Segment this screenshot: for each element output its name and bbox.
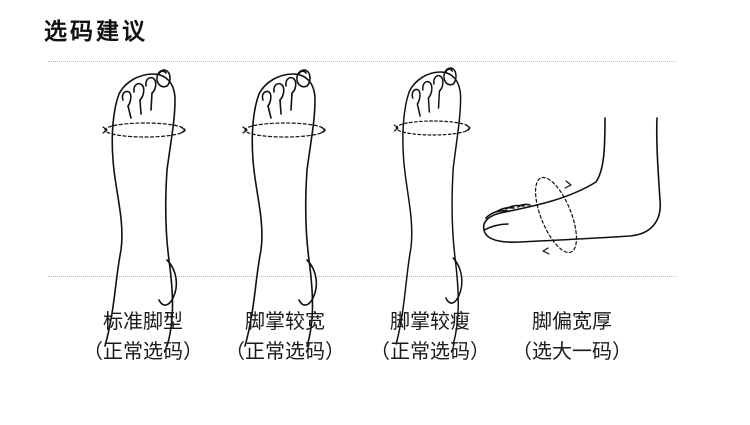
foot-type-thick: 脚偏宽厚 （选大一码） bbox=[497, 306, 647, 366]
foot-type-wide: 脚掌较宽 （正常选码） bbox=[210, 306, 360, 366]
foot-type-standard: 标准脚型 （正常选码） bbox=[68, 306, 218, 366]
size-advice: （正常选码） bbox=[210, 336, 360, 366]
foot-girth-narrow-icon bbox=[394, 68, 469, 344]
foot-type-name: 标准脚型 bbox=[68, 306, 218, 336]
foot-type-name: 脚偏宽厚 bbox=[497, 306, 647, 336]
foot-instep-thick-icon bbox=[484, 118, 661, 258]
size-advice: （正常选码） bbox=[355, 336, 505, 366]
foot-type-name: 脚掌较宽 bbox=[210, 306, 360, 336]
foot-type-name: 脚掌较瘦 bbox=[355, 306, 505, 336]
foot-girth-wide-icon bbox=[243, 70, 325, 346]
size-advice: （正常选码） bbox=[68, 336, 218, 366]
foot-girth-standard-icon bbox=[103, 70, 185, 346]
size-advice: （选大一码） bbox=[497, 336, 647, 366]
foot-type-narrow: 脚掌较瘦 （正常选码） bbox=[355, 306, 505, 366]
